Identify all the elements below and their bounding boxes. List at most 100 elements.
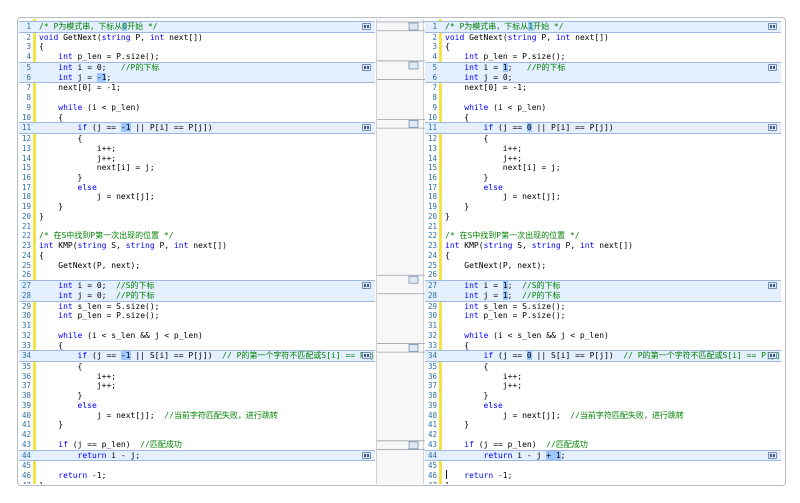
code-text[interactable]: int p_len = P.size(); [464, 311, 566, 321]
code-text[interactable]: int s_len = S.size(); [464, 301, 566, 311]
right-code-line[interactable]: 4 int p_len = P.size(); [425, 52, 781, 62]
left-code-line[interactable]: 45 [19, 461, 375, 471]
right-code-line[interactable]: 47} [425, 481, 781, 484]
code-text[interactable]: i++; [502, 143, 523, 153]
right-code-line[interactable]: 28 int j = 1; //P的下标 [425, 290, 781, 302]
diff-merge-icon[interactable] [362, 352, 371, 360]
code-text[interactable]: } [39, 173, 83, 183]
right-code-line[interactable]: 38 } [425, 391, 781, 401]
copy-left-to-right-icon[interactable] [408, 344, 419, 352]
left-code-line[interactable]: 41 } [19, 420, 375, 430]
right-code-line[interactable]: 45 [425, 461, 781, 471]
right-code-line[interactable]: 12 { [425, 134, 781, 144]
code-text[interactable]: i++; [96, 371, 117, 381]
left-code-line[interactable]: 31 [19, 321, 375, 331]
left-code-line[interactable]: 25 GetNext(P, next); [19, 261, 375, 271]
right-code-line[interactable]: 36 i++; [425, 372, 781, 382]
code-text[interactable]: } [445, 481, 450, 484]
code-text[interactable]: else [77, 182, 97, 192]
code-text[interactable]: next[0] = -1; [464, 83, 527, 93]
code-text[interactable]: int j = 0; //P的下标 [58, 290, 155, 300]
diff-merge-icon[interactable] [768, 63, 777, 71]
right-code-line[interactable]: 25 GetNext(P, next); [425, 261, 781, 271]
code-text[interactable]: int j = -1; [58, 72, 112, 82]
code-text[interactable]: while (i < s_len && j < p_len) [58, 330, 203, 340]
code-text[interactable]: else [483, 182, 503, 192]
code-text[interactable]: } [445, 173, 489, 183]
code-text[interactable]: int i = 0; //S的下标 [58, 281, 155, 291]
right-code-line[interactable]: 44 return i - j + 1; [425, 449, 781, 462]
code-text[interactable]: } [445, 420, 470, 430]
code-text[interactable]: j = next[j]; [502, 192, 561, 202]
code-text[interactable]: j = next[j]; //当前字符匹配失败，进行跳转 [96, 410, 278, 420]
right-code-line[interactable]: 14 j++; [425, 154, 781, 164]
left-code-line[interactable]: 18 j = next[j]; [19, 192, 375, 202]
left-code-line[interactable]: 22/* 在S中找到P第一次出现的位置 */ [19, 231, 375, 241]
right-code-line[interactable]: 16 } [425, 173, 781, 183]
right-code-line[interactable]: 34 if (j == 0 || S[i] == P[j]) // P的第一个字… [425, 350, 781, 362]
left-code-line[interactable]: 9 while (i < p_len) [19, 103, 375, 113]
right-code-line[interactable]: 3{ [425, 42, 781, 52]
code-text[interactable]: { [445, 42, 450, 52]
left-code-line[interactable]: 33 { [19, 341, 375, 351]
left-code-line[interactable]: 42 [19, 430, 375, 440]
left-code-line[interactable]: 24{ [19, 251, 375, 261]
right-code-line[interactable]: 24{ [425, 251, 781, 261]
code-text[interactable]: } [39, 481, 44, 484]
right-code-line[interactable]: 30 int p_len = P.size(); [425, 311, 781, 321]
right-code-line[interactable]: 19 } [425, 202, 781, 212]
right-code-line[interactable]: 37 j++; [425, 381, 781, 391]
code-text[interactable]: int j = 1; //P的下标 [464, 290, 561, 300]
code-text[interactable]: j++; [502, 381, 523, 391]
right-code-line[interactable]: 33 { [425, 341, 781, 351]
code-text[interactable]: int s_len = S.size(); [58, 301, 160, 311]
left-code-line[interactable]: 46 return -1; [19, 471, 375, 481]
right-code-line[interactable]: 8 [425, 93, 781, 103]
code-text[interactable]: int i = 1; //P的下标 [464, 62, 566, 72]
code-text[interactable]: int KMP(string S, string P, int next[]) [39, 241, 227, 251]
right-code-line[interactable]: 7 next[0] = -1; [425, 83, 781, 93]
code-text[interactable]: while (i < p_len) [58, 102, 141, 112]
code-text[interactable]: } [39, 391, 83, 401]
code-text[interactable]: /* 在S中找到P第一次出现的位置 */ [39, 231, 174, 241]
right-code-line[interactable]: 31 [425, 321, 781, 331]
diff-merge-icon[interactable] [362, 23, 371, 30]
right-code-line[interactable]: 18 j = next[j]; [425, 192, 781, 202]
code-text[interactable]: { [39, 340, 64, 350]
left-code-line[interactable]: 21 [19, 222, 375, 232]
code-text[interactable]: if (j == -1 || S[i] == P[j]) // P的第一个字符不… [77, 351, 375, 361]
code-text[interactable]: { [445, 112, 470, 122]
code-text[interactable]: int i = 0; //P的下标 [58, 62, 160, 72]
diff-merge-icon[interactable] [362, 451, 371, 459]
code-text[interactable]: if (j == -1 || P[i] == P[j]) [77, 123, 213, 133]
code-text[interactable]: { [39, 42, 44, 52]
diff-merge-icon[interactable] [362, 282, 371, 290]
code-text[interactable]: return i - j; [77, 450, 141, 460]
left-code-line[interactable]: 11 if (j == -1 || P[i] == P[j]) [19, 122, 375, 135]
left-code-line[interactable]: 15 next[i] = j; [19, 163, 375, 173]
diff-merge-icon[interactable] [768, 124, 777, 132]
left-code-line[interactable]: 12 { [19, 134, 375, 144]
code-text[interactable]: } [445, 211, 450, 221]
code-text[interactable]: GetNext(P, next); [464, 260, 547, 270]
code-text[interactable]: i++; [502, 371, 523, 381]
right-code-line[interactable]: 10 { [425, 113, 781, 123]
diff-merge-icon[interactable] [362, 124, 371, 132]
right-code-line[interactable]: 29 int s_len = S.size(); [425, 302, 781, 312]
left-code-line[interactable]: 14 j++; [19, 154, 375, 164]
left-code-line[interactable]: 47} [19, 481, 375, 484]
code-text[interactable]: while (i < s_len && j < p_len) [464, 330, 609, 340]
code-text[interactable]: /* P为模式串，下标从0开始 */ [39, 22, 158, 31]
diff-merge-icon[interactable] [768, 23, 777, 30]
code-text[interactable]: } [39, 211, 44, 221]
code-text[interactable]: /* 在S中找到P第一次出现的位置 */ [445, 231, 580, 241]
code-text[interactable]: { [445, 340, 470, 350]
left-code-line[interactable]: 6 int j = -1; [19, 72, 375, 84]
left-code-line[interactable]: 37 j++; [19, 381, 375, 391]
left-code-line[interactable]: 43 if (j == p_len) //匹配成功 [19, 440, 375, 450]
